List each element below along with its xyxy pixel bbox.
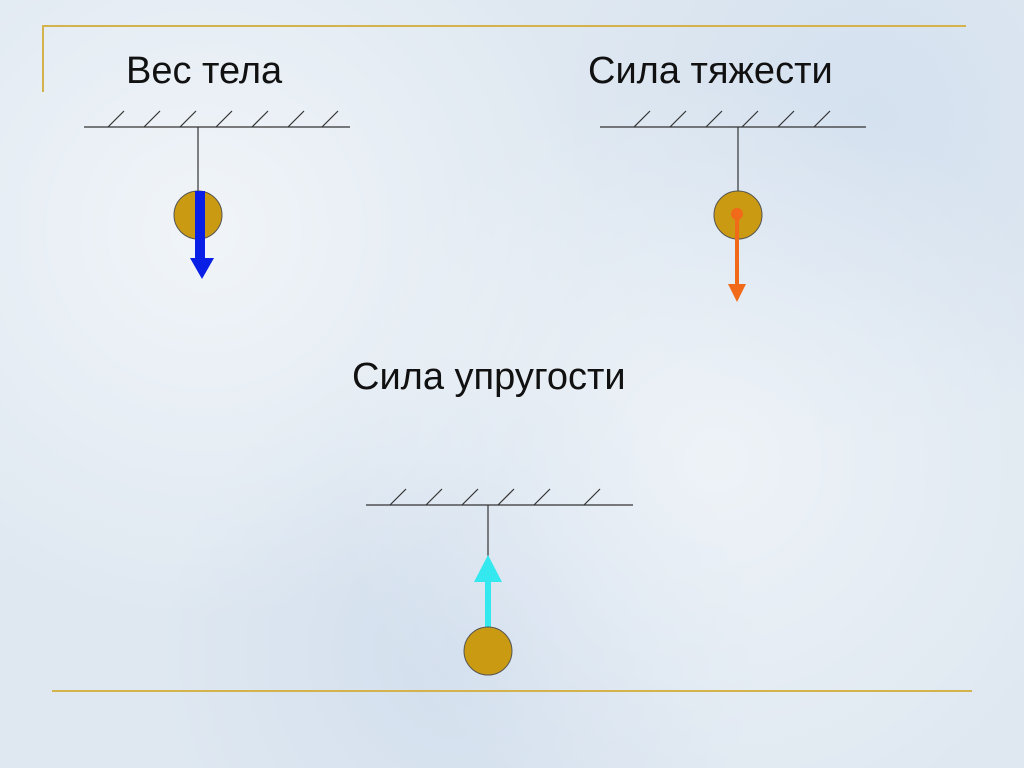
- gravity-label: Сила тяжести: [588, 50, 833, 92]
- gravity-pendulum: [600, 110, 866, 302]
- gravity-hatching: [633, 110, 831, 128]
- weight-arrow-shaft: [195, 191, 205, 259]
- elastic-arrow-shaft: [485, 578, 491, 628]
- gravity-arrow-shaft: [735, 214, 739, 286]
- elastic-ball: [463, 626, 513, 676]
- weight-hatching: [107, 110, 339, 128]
- weight-label: Вес тела: [126, 50, 283, 92]
- elastic-arrow-head: [474, 555, 502, 582]
- elastic-label: Сила упругости: [352, 356, 626, 398]
- elastic-pendulum: [366, 488, 633, 676]
- elastic-hatching: [389, 488, 601, 506]
- weight-arrow-head: [190, 258, 214, 279]
- weight-pendulum: [84, 110, 350, 279]
- gravity-arrow-head: [728, 284, 746, 302]
